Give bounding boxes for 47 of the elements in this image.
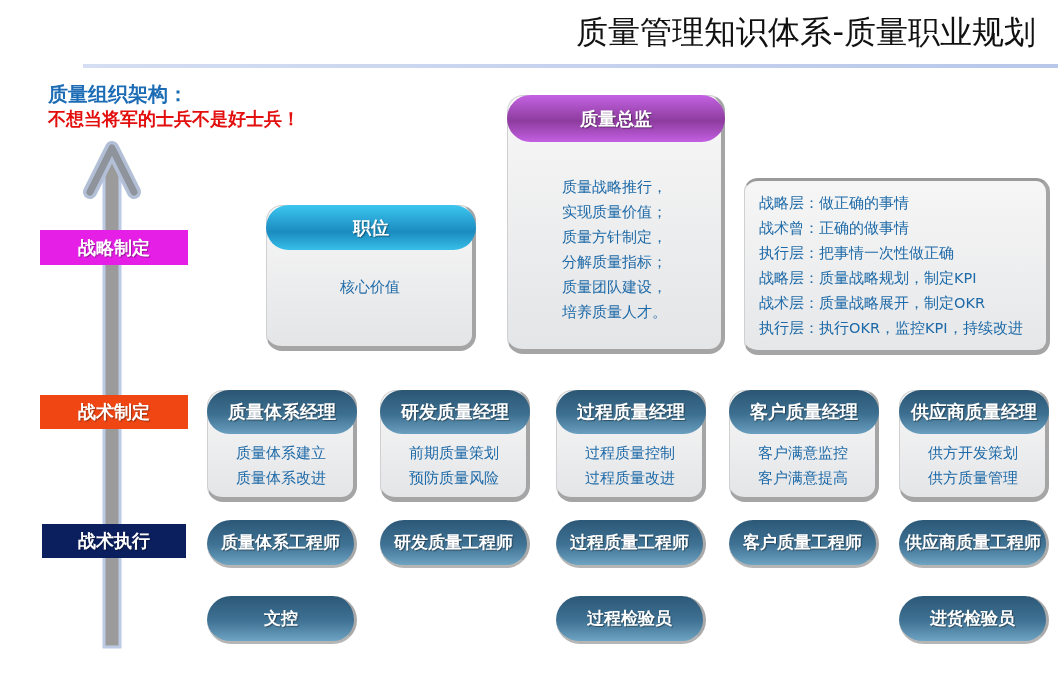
- role-card: [507, 95, 725, 354]
- role-pill: 过程检验员: [556, 596, 706, 644]
- role-pill: 客户质量工程师: [729, 520, 879, 568]
- slogan-text: 不想当将军的士兵不是好士兵！: [48, 108, 300, 130]
- card-header: 质量体系经理: [207, 390, 357, 434]
- duty-text: 质量体系建立: [235, 443, 326, 464]
- duty-text: 客户满意监控: [757, 443, 848, 464]
- role-card: [899, 390, 1049, 502]
- notes-card: [744, 178, 1050, 355]
- card-header: 职位: [266, 205, 476, 250]
- duty-text: 预防质量风险: [408, 468, 499, 489]
- page-title: 质量管理知识体系-质量职业规划: [576, 12, 1036, 52]
- role-card: [207, 390, 357, 502]
- role-pill: 供应商质量工程师: [899, 520, 1049, 568]
- level-band: 战术制定: [40, 395, 188, 429]
- note-line: 战略层：做正确的事情: [759, 193, 909, 213]
- role-pill: 进货检验员: [899, 596, 1049, 644]
- duty-text: 供方质量管理: [927, 468, 1018, 489]
- duty-text: 质量体系改进: [235, 468, 326, 489]
- role-card: [556, 390, 706, 502]
- role-card: [729, 390, 879, 502]
- role-card: [266, 205, 476, 351]
- card-header: 客户质量经理: [729, 390, 879, 434]
- duty-text: 客户满意提高: [757, 468, 848, 489]
- note-line: 战术层：质量战略展开，制定OKR: [759, 293, 985, 313]
- card-header: 质量总监: [507, 95, 725, 142]
- role-pill: 研发质量工程师: [380, 520, 530, 568]
- duty-text: 供方开发策划: [927, 443, 1018, 464]
- note-line: 执行层：执行OKR，监控KPI，持续改进: [759, 318, 1023, 338]
- duty-text: 过程质量控制: [584, 443, 675, 464]
- role-card: [380, 390, 530, 502]
- role-pill: 质量体系工程师: [207, 520, 357, 568]
- level-band: 战术执行: [42, 524, 186, 558]
- card-header: 过程质量经理: [556, 390, 706, 434]
- level-band: 战略制定: [40, 230, 188, 265]
- duty-text: 前期质量策划: [408, 443, 499, 464]
- note-line: 战略层：质量战略规划，制定KPI: [759, 268, 977, 288]
- card-header: 供应商质量经理: [899, 390, 1049, 434]
- role-pill: 过程质量工程师: [556, 520, 706, 568]
- role-pill: 文控: [207, 596, 357, 644]
- duty-text: 核心价值: [339, 277, 400, 298]
- card-header: 研发质量经理: [380, 390, 530, 434]
- note-line: 战术曾：正确的做事情: [759, 218, 909, 238]
- duty-paragraph: 质量战略推行，实现质量价值；质量方针制定，分解质量指标；质量团队建设，培养质量人才。: [561, 177, 668, 323]
- section-heading: 质量组织架构：: [48, 82, 188, 106]
- note-line: 执行层：把事情一次性做正确: [759, 243, 954, 263]
- duty-text: 过程质量改进: [584, 468, 675, 489]
